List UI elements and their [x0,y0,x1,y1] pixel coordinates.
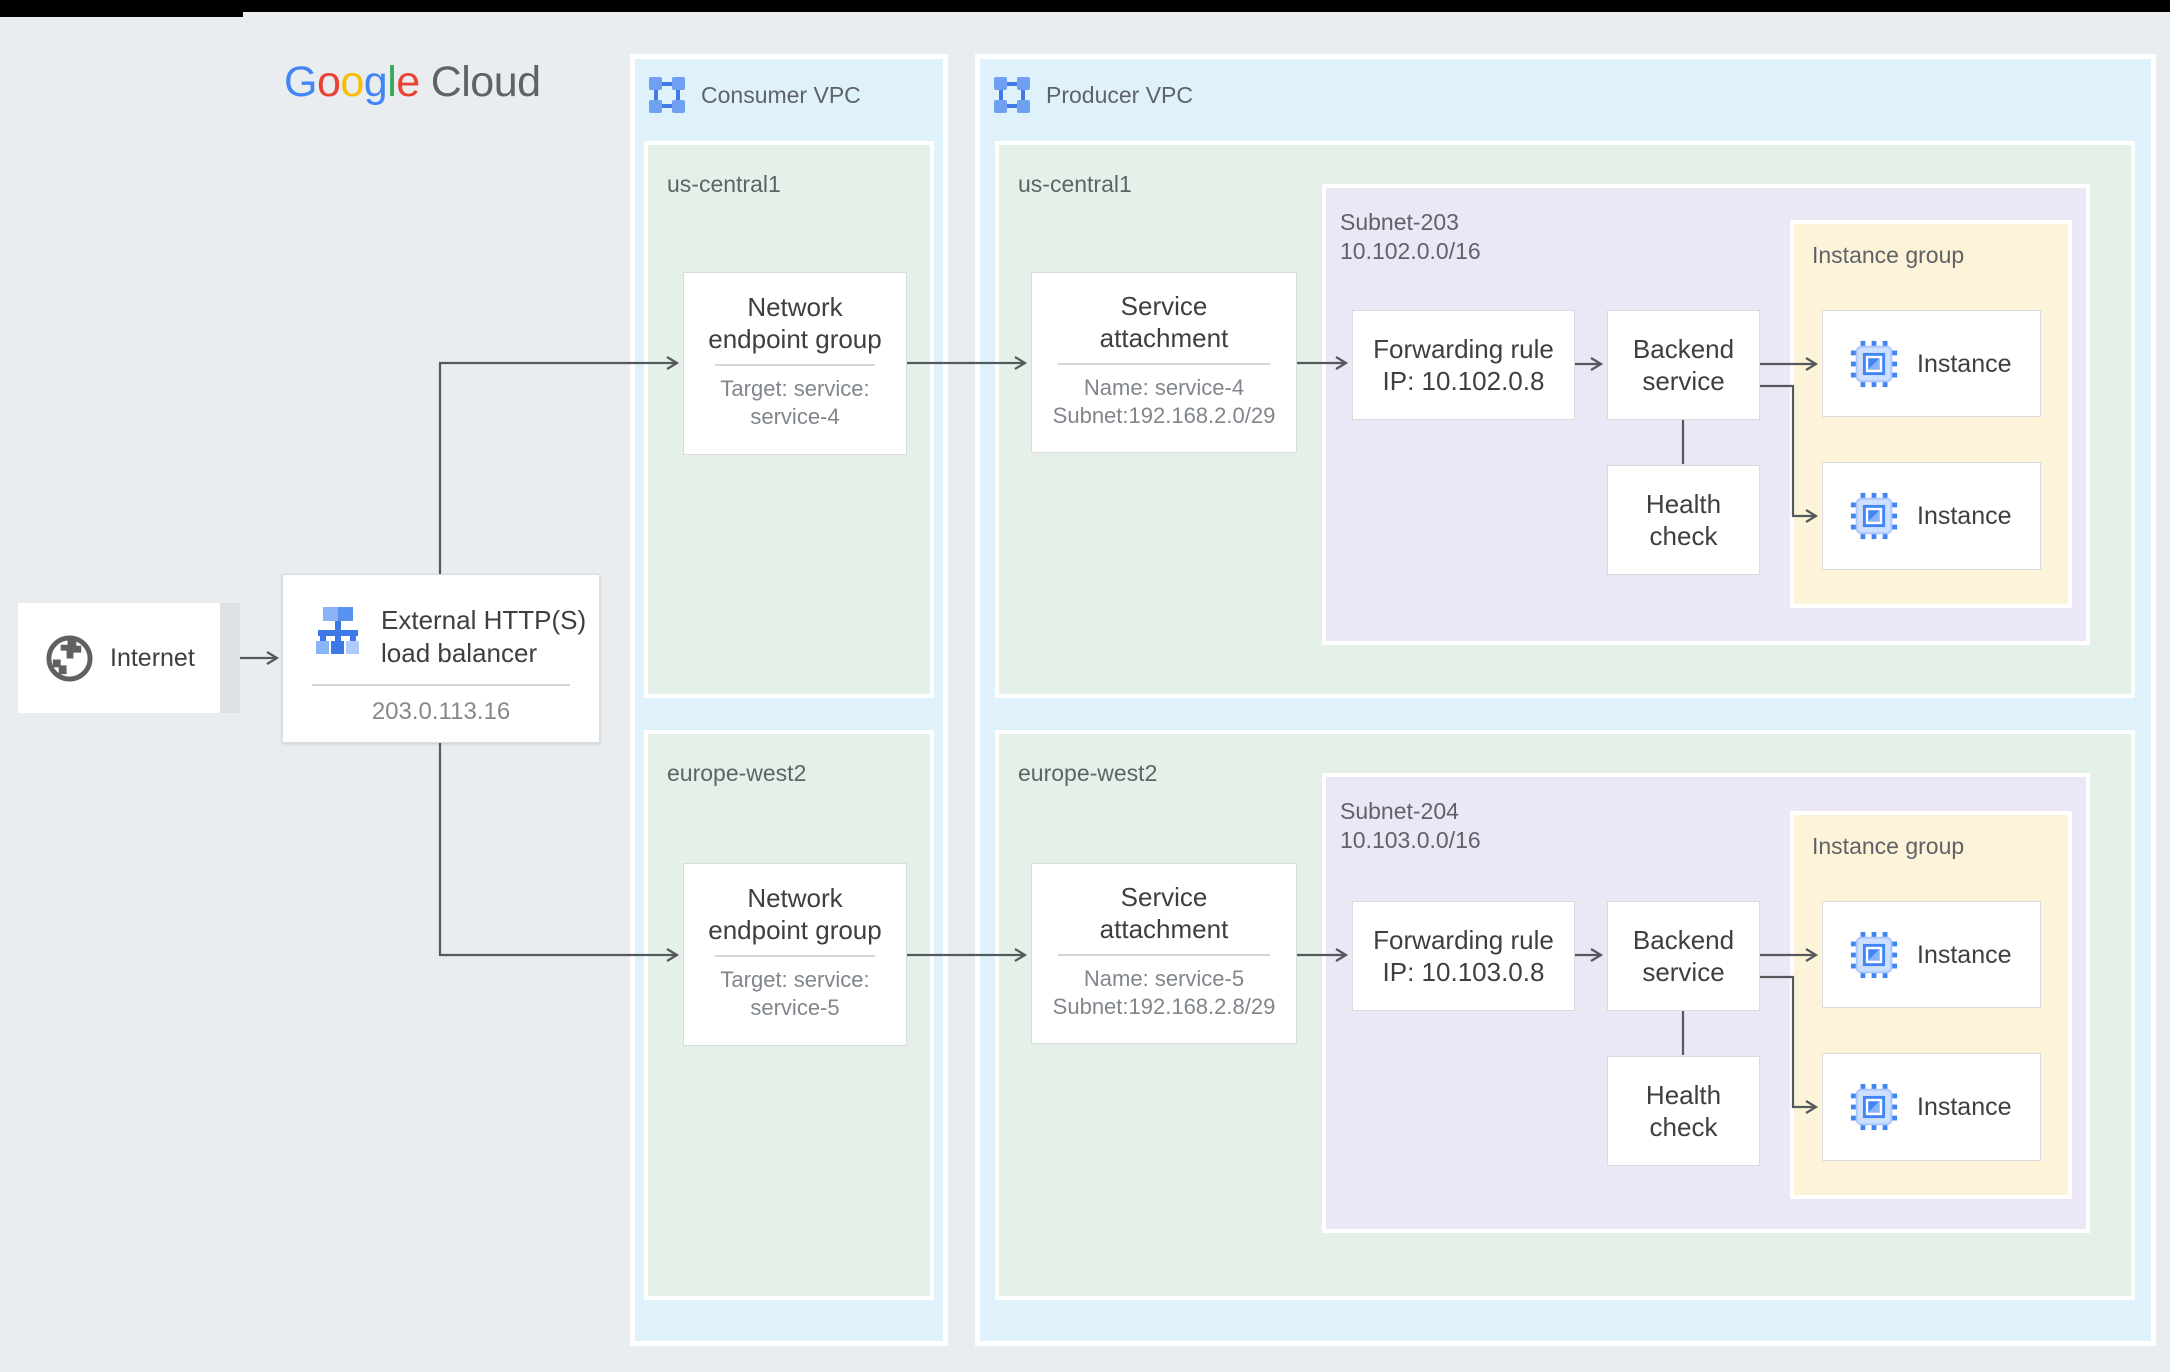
subnet-cidr: 10.103.0.0/16 [1340,827,1481,853]
top-bar [0,0,2170,12]
forwarding-rule-line2: IP: 10.103.0.8 [1382,957,1545,987]
logo-letter: l [387,58,397,106]
logo-letter: G [284,58,317,106]
top-bar-accent [0,0,243,17]
service-attachment-node: Service attachment Name: service-4 Subne… [1031,272,1297,453]
region-label: us-central1 [667,171,781,197]
health-check-node: Health check [1607,1056,1760,1166]
vpc-icon [994,77,1030,113]
instance-node: Instance [1822,1053,2041,1161]
instance-label: Instance [1917,349,2012,378]
neg-target-line2: service-4 [750,404,840,429]
instance-label: Instance [1917,940,2012,969]
vpc-icon [649,77,685,113]
health-check-line2: check [1649,521,1718,551]
divider [1058,363,1270,365]
neg-title-line2: endpoint group [708,324,882,354]
service-attachment-subnet: Subnet:192.168.2.0/29 [1052,403,1276,428]
load-balancer-title-line1: External HTTP(S) [381,605,587,635]
divider [715,955,875,957]
region-label: us-central1 [1018,171,1132,197]
logo-cloud-text: Cloud [430,58,541,106]
health-check-line1: Health [1645,489,1722,519]
region-label: europe-west2 [1018,760,1158,786]
neg-target-line1: Target: service: [720,967,870,992]
subnet-cidr: 10.102.0.0/16 [1340,238,1481,264]
service-attachment-title-line2: attachment [1099,914,1229,944]
instance-node: Instance [1822,310,2041,417]
forwarding-rule-line1: Forwarding rule [1373,334,1554,364]
region-label: europe-west2 [667,760,807,786]
consumer-vpc-header: Consumer VPC [649,73,861,117]
backend-service-line2: service [1642,957,1725,987]
logo-letter: e [396,58,420,106]
network-endpoint-group-node: Network endpoint group Target: service: … [683,272,907,455]
subnet-label: Subnet-204 10.103.0.0/16 [1340,797,1481,855]
backend-service-line2: service [1642,366,1725,396]
compute-instance-icon [1850,340,1898,387]
instance-node: Instance [1822,462,2041,570]
backend-service-node: Backend service [1607,901,1760,1011]
logo-letter: g [363,58,388,106]
service-attachment-title-line1: Service [1120,882,1208,912]
forwarding-rule-line2: IP: 10.102.0.8 [1382,366,1545,396]
divider [312,684,570,686]
producer-vpc-label: Producer VPC [1046,81,1194,108]
service-attachment-title-line2: attachment [1099,323,1229,353]
instance-label: Instance [1917,502,2012,530]
neg-title-line1: Network [747,292,843,322]
consumer-vpc-label: Consumer VPC [701,81,861,108]
backend-service-line1: Backend [1632,925,1735,955]
subnet-name: Subnet-203 [1340,209,1459,235]
internet-label: Internet [110,643,195,672]
forwarding-rule-node: Forwarding rule IP: 10.103.0.8 [1352,901,1575,1011]
health-check-line2: check [1649,1112,1718,1142]
logo-letter: o [316,58,341,106]
service-attachment-subnet: Subnet:192.168.2.8/29 [1052,994,1276,1019]
forwarding-rule-node: Forwarding rule IP: 10.102.0.8 [1352,310,1575,420]
load-balancer-node: External HTTP(S) load balancer 203.0.113… [282,574,600,743]
compute-instance-icon [1850,931,1898,978]
load-balancer-ip: 203.0.113.16 [371,698,511,725]
producer-vpc-header: Producer VPC [994,73,1193,117]
load-balancer-icon [316,607,359,654]
service-attachment-node: Service attachment Name: service-5 Subne… [1031,863,1297,1044]
subnet-label: Subnet-203 10.102.0.0/16 [1340,208,1481,266]
neg-title-line1: Network [747,883,843,913]
instance-group-label: Instance group [1812,242,1965,268]
forwarding-rule-line1: Forwarding rule [1373,925,1554,955]
backend-service-line1: Backend [1632,334,1735,364]
subnet-name: Subnet-204 [1340,798,1459,824]
logo-letter: o [340,58,364,106]
backend-service-node: Backend service [1607,310,1760,420]
neg-target-line1: Target: service: [720,376,870,401]
service-attachment-name: Name: service-4 [1083,375,1245,400]
compute-instance-icon [1850,492,1898,540]
network-endpoint-group-node: Network endpoint group Target: service: … [683,863,907,1046]
divider [1058,954,1270,956]
health-check-line1: Health [1645,1080,1722,1110]
service-attachment-name: Name: service-5 [1083,966,1245,991]
neg-target-line2: service-5 [750,995,840,1020]
load-balancer-title: External HTTP(S) load balancer [381,604,586,670]
divider [715,364,875,366]
load-balancer-title-line2: load balancer [381,638,538,668]
compute-instance-icon [1850,1083,1898,1131]
instance-label: Instance [1917,1093,2012,1121]
globe-icon [46,634,93,682]
service-attachment-title-line1: Service [1120,291,1208,321]
neg-title-line2: endpoint group [708,915,882,945]
health-check-node: Health check [1607,465,1760,575]
internet-node: Internet [18,603,220,713]
instance-node: Instance [1822,901,2041,1008]
instance-group-label: Instance group [1812,833,1965,859]
